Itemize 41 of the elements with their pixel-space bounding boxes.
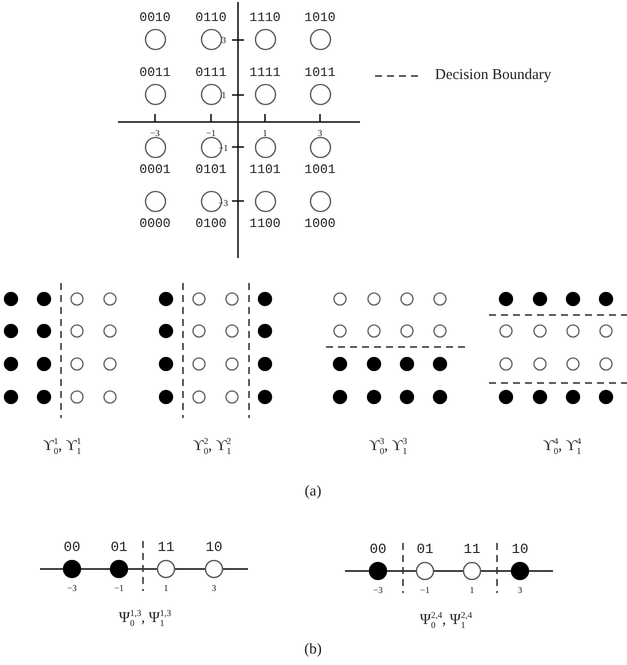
bit-label: 1110 xyxy=(249,10,281,24)
tick-label: 1 xyxy=(222,90,226,100)
bit-label: 01 xyxy=(110,540,128,556)
bit-label: 0101 xyxy=(195,162,227,176)
bit-label: 0100 xyxy=(195,216,227,230)
legend-label: Decision Boundary xyxy=(435,67,552,84)
bit-label: 0000 xyxy=(139,216,171,230)
tick-label: −1 xyxy=(420,585,430,595)
bit-label: 1000 xyxy=(304,216,336,230)
panel-label: (a) xyxy=(304,484,322,500)
bit-label: 01 xyxy=(416,542,434,558)
bit-label: 0110 xyxy=(195,10,227,24)
bit-label: 10 xyxy=(206,540,222,556)
bit-label: 00 xyxy=(370,542,386,558)
tick-label: 3 xyxy=(222,35,226,45)
bit-label: 1111 xyxy=(249,64,281,80)
bit-label: 10 xyxy=(512,542,528,558)
tick-label: −1 xyxy=(114,583,124,593)
bit-label: 11 xyxy=(158,540,174,556)
tick-label: −1 xyxy=(206,128,216,138)
tick-label: −3 xyxy=(373,585,383,595)
bit-label: 11 xyxy=(464,542,480,558)
tick-label: 3 xyxy=(318,128,322,138)
bit-label: 0010 xyxy=(139,10,171,24)
bit-label: 0011 xyxy=(139,64,171,80)
bit-label: 1001 xyxy=(304,162,336,176)
tick-label: 3 xyxy=(212,583,216,593)
bit-label: 0111 xyxy=(195,64,227,80)
bit-label: 1011 xyxy=(304,64,336,80)
tick-label: 3 xyxy=(518,585,522,595)
bit-label: 1010 xyxy=(304,10,336,24)
tick-label: 1 xyxy=(470,585,474,595)
bit-label: 1101 xyxy=(249,162,281,176)
tick-label: 1 xyxy=(164,583,168,593)
tick-label: −3 xyxy=(150,128,160,138)
bit-label: 1100 xyxy=(249,216,281,230)
tick-label: −3 xyxy=(67,583,77,593)
bit-label: 0001 xyxy=(139,162,171,176)
bit-label: 00 xyxy=(64,540,80,556)
tick-label: 1 xyxy=(262,128,268,138)
panel-label: (b) xyxy=(304,642,322,658)
